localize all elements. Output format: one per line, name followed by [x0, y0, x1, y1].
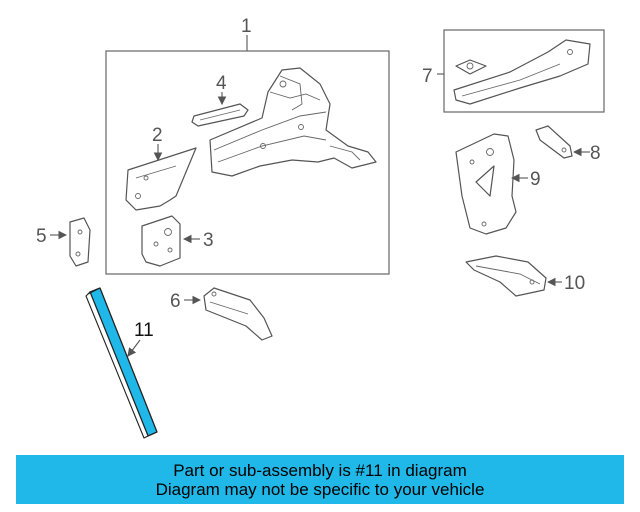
banner-line-2: Diagram may not be specific to your vehi… [155, 479, 485, 499]
callout-5[interactable]: 5 [36, 226, 47, 247]
part-11-highlighted-strip[interactable] [85, 287, 158, 439]
info-banner: Part or sub-assembly is #11 in diagram D… [16, 455, 624, 504]
part-6-bracket[interactable] [203, 287, 273, 341]
callout-11[interactable]: 11 [134, 320, 154, 341]
part-2-panel[interactable] [125, 147, 197, 211]
callout-7[interactable]: 7 [422, 66, 433, 87]
assembly-7-box [443, 29, 605, 113]
callout-6[interactable]: 6 [170, 291, 181, 312]
callout-9[interactable]: 9 [530, 169, 541, 190]
part-5-plate[interactable] [69, 217, 91, 267]
part-4-bracket[interactable] [191, 103, 249, 127]
part-9-reinforcement[interactable] [455, 133, 517, 235]
callout-1[interactable]: 1 [241, 16, 252, 37]
part-10-extension[interactable] [465, 255, 547, 297]
part-7-rail[interactable] [453, 39, 591, 105]
banner-line-1: Part or sub-assembly is #11 in diagram [173, 460, 467, 480]
callout-4[interactable]: 4 [216, 73, 227, 94]
part-8-clip[interactable] [535, 125, 573, 159]
callout-8[interactable]: 8 [590, 143, 601, 164]
part-3-gusset[interactable] [141, 215, 181, 267]
part-1-rail[interactable] [209, 67, 377, 177]
callout-10[interactable]: 10 [564, 273, 585, 294]
parts-diagram: 1 4 2 3 5 [36, 16, 605, 439]
callout-3[interactable]: 3 [203, 230, 214, 251]
callout-2[interactable]: 2 [152, 125, 163, 146]
